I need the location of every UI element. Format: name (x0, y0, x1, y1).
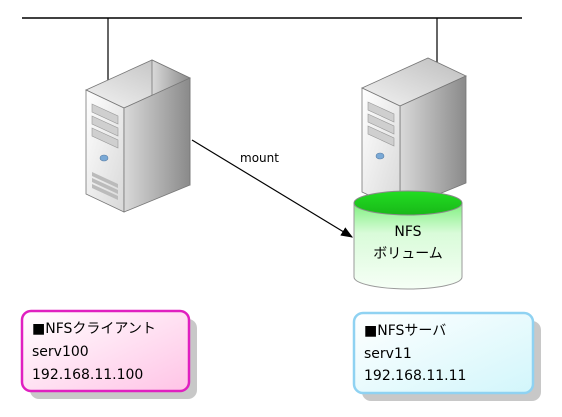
mount-label: mount (240, 151, 279, 165)
client-title: ■NFSクライアント (32, 321, 156, 337)
client-ip: 192.168.11.100 (32, 367, 143, 383)
nfs-volume-cylinder: NFS ボリューム (353, 190, 463, 290)
client-hostname: serv100 (32, 344, 89, 360)
mount-arrow (191, 139, 354, 238)
server-hostname: serv11 (364, 346, 412, 362)
server-info-box: ■NFSサーバ serv11 192.168.11.11 (352, 311, 541, 401)
volume-label-line1: NFS (394, 224, 421, 240)
nfs-server-icon (361, 57, 467, 211)
volume-label-line2: ボリューム (373, 246, 443, 262)
client-server-icon (85, 59, 191, 213)
server-title: ■NFSサーバ (364, 323, 446, 339)
server-ip: 192.168.11.11 (364, 368, 466, 384)
client-info-box: ■NFSクライアント serv100 192.168.11.100 (20, 309, 197, 399)
